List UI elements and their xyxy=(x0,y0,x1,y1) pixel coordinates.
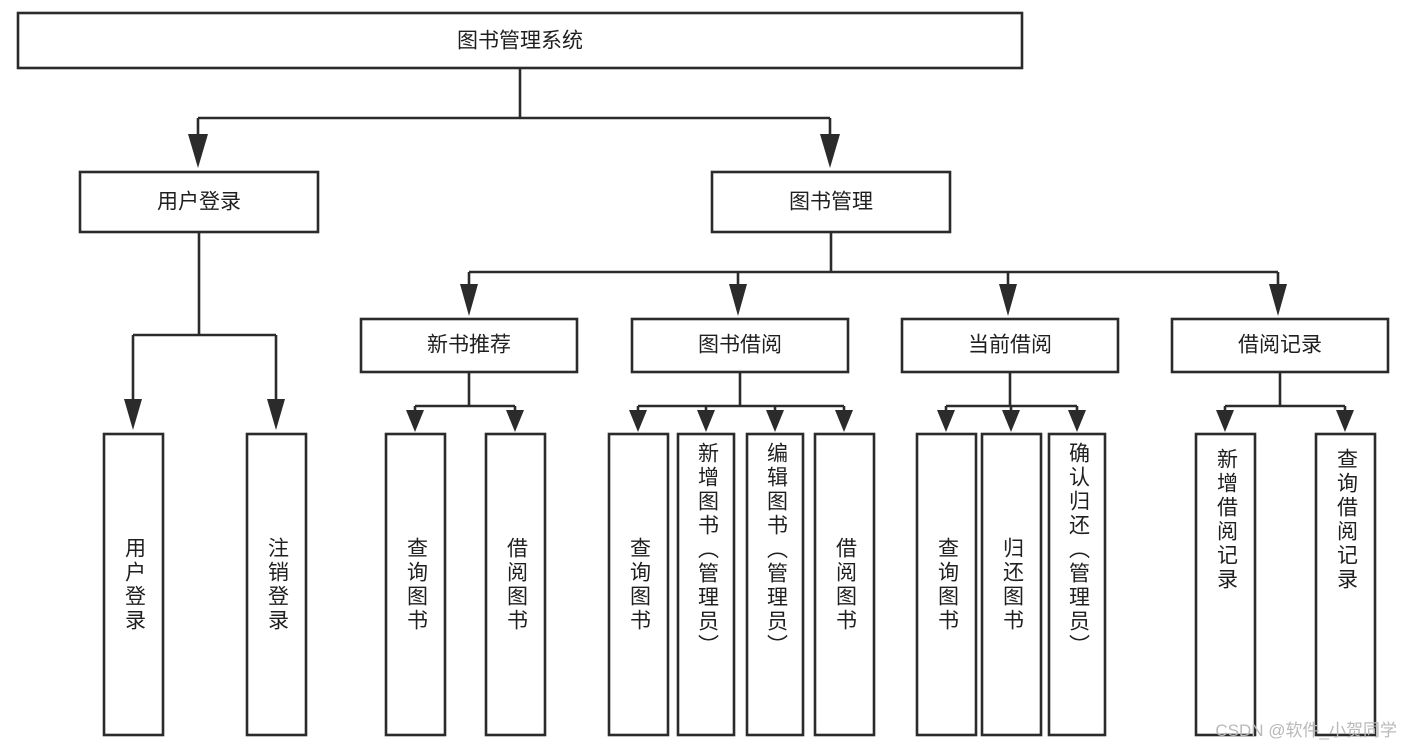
leaf-query-book-cb-box xyxy=(915,432,978,737)
leaf-confirm-return-admin[interactable]: 确认归还（管理员） xyxy=(1047,432,1107,737)
leaf-edit-book-admin[interactable]: 编辑图书（管理员） xyxy=(745,432,805,737)
arrow-to-new-book xyxy=(460,284,478,316)
leaf-borrow-book-nbr[interactable]: 借阅图书 xyxy=(484,432,547,737)
leaf-query-book-nbr[interactable]: 查询图书 xyxy=(384,432,447,737)
leaf-query-book-cb[interactable]: 查询图书 xyxy=(915,432,978,737)
arrow-bb-leaf-1 xyxy=(629,410,647,432)
leaf-logout[interactable]: 注销登录 xyxy=(245,432,308,737)
book-borrow-box xyxy=(630,317,850,374)
leaf-query-borrow-record-label: 查询借阅记录 xyxy=(1334,448,1358,592)
arrow-cb-leaf-1 xyxy=(937,410,955,432)
new-book-recommend-box xyxy=(359,317,579,374)
leaf-query-borrow-record[interactable]: 查询借阅记录 xyxy=(1314,432,1377,737)
arrow-cb-leaf-2 xyxy=(1002,410,1020,432)
leaf-user-login-label: 用户登录 xyxy=(122,537,146,633)
current-borrow-label: 当前借阅 xyxy=(968,334,1052,357)
leaf-logout-box xyxy=(245,432,308,737)
root-box xyxy=(16,11,1024,70)
leaf-borrow-book-bb-box xyxy=(813,432,876,737)
node-book-manage[interactable]: 图书管理 xyxy=(710,170,952,234)
leaf-add-book-admin-label: 新增图书（管理员） xyxy=(695,442,719,658)
leaf-borrow-book-nbr-box xyxy=(484,432,547,737)
connector-book-borrow-to-leaves xyxy=(629,372,853,432)
leaf-confirm-return-admin-label: 确认归还（管理员） xyxy=(1066,442,1090,658)
new-book-recommend-label: 新书推荐 xyxy=(427,334,511,357)
node-new-book-recommend[interactable]: 新书推荐 xyxy=(359,317,579,374)
leaf-add-book-admin[interactable]: 新增图书（管理员） xyxy=(676,432,736,737)
leaf-return-book[interactable]: 归还图书 xyxy=(980,432,1043,737)
arrow-bb-leaf-4 xyxy=(835,410,853,432)
arrow-to-borrow-record xyxy=(1269,284,1287,316)
leaf-query-book-cb-label: 查询图书 xyxy=(935,537,959,633)
leaf-query-borrow-record-box xyxy=(1314,432,1377,737)
connector-current-borrow-to-leaves xyxy=(937,372,1086,432)
connector-book-manage-to-level3 xyxy=(460,232,1287,316)
leaf-edit-book-admin-label: 编辑图书（管理员） xyxy=(764,442,788,658)
leaf-query-book-nbr-label: 查询图书 xyxy=(404,537,428,633)
leaf-edit-book-admin-box xyxy=(745,432,805,737)
leaf-borrow-book-bb-label: 借阅图书 xyxy=(833,537,857,633)
book-manage-box xyxy=(710,170,952,234)
arrow-to-logout-leaf xyxy=(267,399,285,430)
borrow-record-box xyxy=(1170,317,1390,374)
arrow-to-current-borrow xyxy=(999,284,1017,316)
leaf-borrow-book-nbr-label: 借阅图书 xyxy=(504,537,528,633)
leaf-query-book-nbr-box xyxy=(384,432,447,737)
arrow-br-leaf-2 xyxy=(1336,410,1354,432)
book-manage-label: 图书管理 xyxy=(789,191,873,214)
arrow-bb-leaf-3 xyxy=(766,410,784,432)
current-borrow-box xyxy=(900,317,1120,374)
leaf-user-login[interactable]: 用户登录 xyxy=(102,432,165,737)
arrow-to-book-manage xyxy=(820,134,840,168)
leaf-user-login-box xyxy=(102,432,165,737)
arrow-to-user-login xyxy=(188,134,208,168)
leaf-confirm-return-admin-box xyxy=(1047,432,1107,737)
node-user-login[interactable]: 用户登录 xyxy=(78,170,320,234)
borrow-record-label: 借阅记录 xyxy=(1238,334,1322,357)
leaf-query-book-bb-box xyxy=(607,432,670,737)
node-root[interactable]: 图书管理系统 xyxy=(16,11,1024,70)
arrow-to-user-login-leaf xyxy=(124,399,142,430)
leaf-return-book-label: 归还图书 xyxy=(1000,537,1024,633)
leaf-add-book-admin-box xyxy=(676,432,736,737)
leaf-borrow-book-bb[interactable]: 借阅图书 xyxy=(813,432,876,737)
arrow-bb-leaf-2 xyxy=(697,410,715,432)
connector-user-login-to-leaves xyxy=(124,232,285,430)
node-book-borrow[interactable]: 图书借阅 xyxy=(630,317,850,374)
leaf-add-borrow-record-box xyxy=(1194,432,1257,737)
leaf-add-borrow-record[interactable]: 新增借阅记录 xyxy=(1194,432,1257,737)
node-current-borrow[interactable]: 当前借阅 xyxy=(900,317,1120,374)
arrow-cb-leaf-3 xyxy=(1068,410,1086,432)
connector-root-to-level2 xyxy=(188,68,840,168)
connector-new-book-to-leaves xyxy=(406,372,524,432)
leaf-query-book-bb-label: 查询图书 xyxy=(627,537,651,633)
leaf-add-borrow-record-label: 新增借阅记录 xyxy=(1214,448,1238,592)
user-login-label: 用户登录 xyxy=(157,191,241,214)
leaf-query-book-bb[interactable]: 查询图书 xyxy=(607,432,670,737)
node-borrow-record[interactable]: 借阅记录 xyxy=(1170,317,1390,374)
connector-borrow-record-to-leaves xyxy=(1216,372,1354,432)
leaf-return-book-box xyxy=(980,432,1043,737)
root-label: 图书管理系统 xyxy=(457,30,583,53)
arrow-nbr-leaf-1 xyxy=(406,410,424,432)
leaf-logout-label: 注销登录 xyxy=(265,537,289,633)
arrow-br-leaf-1 xyxy=(1216,410,1234,432)
arrow-nbr-leaf-2 xyxy=(506,410,524,432)
arrow-to-book-borrow xyxy=(729,284,747,316)
book-borrow-label: 图书借阅 xyxy=(698,334,782,357)
